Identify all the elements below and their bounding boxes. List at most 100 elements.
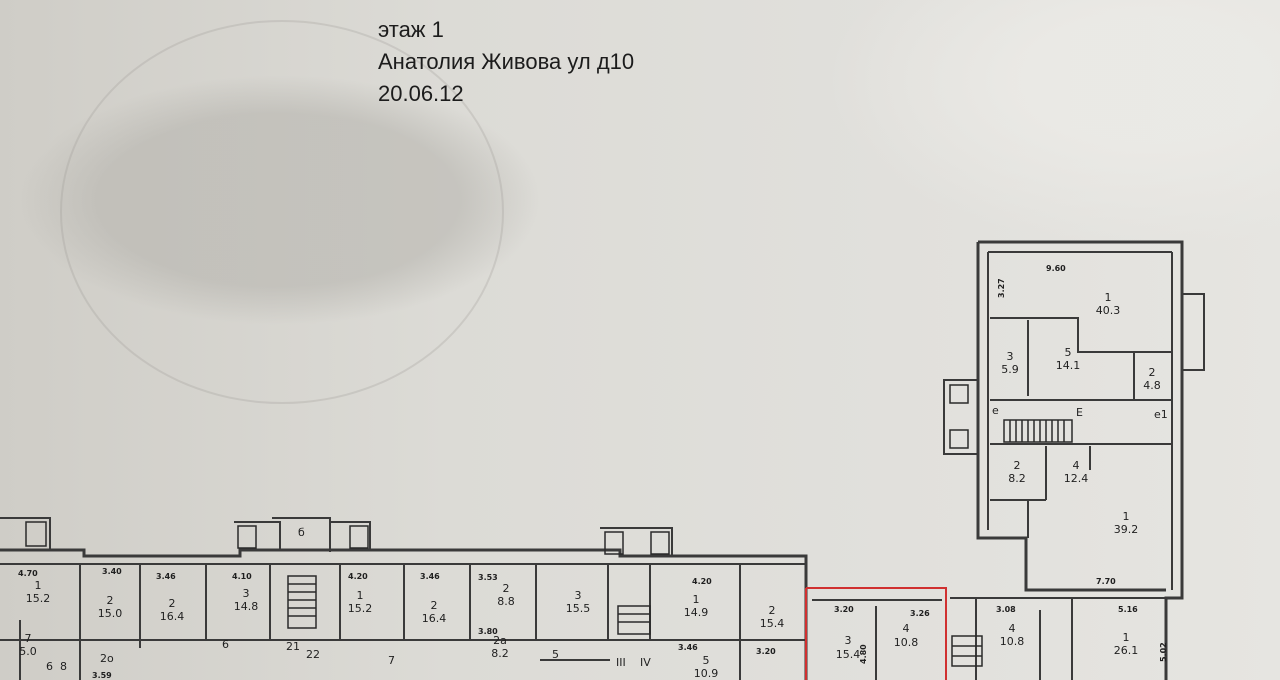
room-area: 16.4 [422,612,447,625]
plan-label: E [1076,406,1083,419]
room-area: 10.9 [694,667,719,680]
dimension: 3.20 [756,647,776,656]
room-num: 1 [1123,510,1130,523]
room-num: 3 [1007,350,1014,363]
dimension: 3.53 [478,573,498,582]
tower-porch [943,379,979,455]
room-area: 10.8 [894,636,919,649]
tower-inner-walls [987,251,1173,590]
dimension: 7.70 [1096,577,1116,586]
window-grid [25,521,47,547]
room-area: 10.8 [1000,635,1025,648]
room-num: 1 [1123,631,1130,644]
stairs-group [287,419,1073,667]
plan-label: 21 [286,640,300,653]
room-area: 15.0 [98,607,123,620]
room-num: 1 [35,579,42,592]
dimension: 5.16 [1118,605,1138,614]
room-area: 5.0 [19,645,37,658]
floor-label: этаж 1 [378,17,444,42]
main-stair [287,575,317,629]
room-area: 4.8 [1143,379,1161,392]
main-bays [0,517,673,556]
window-grid [949,384,969,404]
dimension: 4.80 [859,644,868,664]
document-header: этаж 1 Анатолия Живова ул д10 20.06.12 [378,14,634,110]
misc-labels: 6 21 22 7 5 2о 6 8 III IV E e e1 б [46,404,1168,673]
dimension: 3.20 [834,605,854,614]
room-num: 3 [845,634,852,647]
dimension: 3.59 [92,671,112,680]
room-area: 16.4 [160,610,185,623]
room-area: 15.2 [26,592,51,605]
room-num: 3 [243,587,250,600]
dimension: 3.46 [156,572,176,581]
room-area: 14.8 [234,600,259,613]
dimension: 5.02 [1159,642,1168,662]
room-area: 15.2 [348,602,373,615]
window-grid [237,525,257,549]
dimension: 4.70 [18,569,38,578]
plan-label: 7 [388,654,395,667]
room-area: 15.4 [760,617,785,630]
center-stair [617,605,651,635]
window-grids [25,384,969,555]
room-num: 2 [169,597,176,610]
dimension: 3.80 [478,627,498,636]
highlighted-unit-outline [805,587,947,680]
main-inner-walls [0,563,806,680]
room-num: 2а [493,634,507,647]
dimension: 3.46 [678,643,698,652]
tower-dimensions: 9.60 3.27 7.70 3.08 5.16 5.02 [996,264,1168,662]
room-num: 5 [1065,346,1072,359]
dimension: 3.27 [997,278,1006,298]
dimension: 4.20 [348,572,368,581]
dimension: 3.40 [102,567,122,576]
dimension: 3.46 [420,572,440,581]
dimension: 4.20 [692,577,712,586]
plan-label: 8 [60,660,67,673]
room-num: 7 [25,632,32,645]
plan-label: 2о [100,652,114,665]
room-area: 8.2 [491,647,509,660]
room-area: 15.4 [836,648,861,661]
window-grid [949,429,969,449]
plan-label: 5 [552,648,559,661]
room-num: 2 [503,582,510,595]
room-num: 4 [903,622,910,635]
tower-outer-wall [976,240,1184,680]
tower-room-labels: 1 40.3 3 5.9 5 14.1 2 4.8 2 8.2 4 12.4 1… [1000,291,1161,657]
plan-label: 6 [222,638,229,651]
highlighted-unit-walls [812,599,942,680]
plan-label: e1 [1154,408,1168,421]
right-stair [951,635,983,667]
window-grid [349,525,369,549]
room-num: 2 [1149,366,1156,379]
room-num: 4 [1009,622,1016,635]
room-area: 26.1 [1114,644,1139,657]
date-label: 20.06.12 [378,81,464,106]
room-num: 1 [693,593,700,606]
plan-label: e [992,404,999,417]
room-area: 39.2 [1114,523,1139,536]
dimension: 9.60 [1046,264,1066,273]
plan-label: б [298,526,305,539]
plan-label: 22 [306,648,320,661]
room-area: 40.3 [1096,304,1121,317]
room-area: 15.5 [566,602,591,615]
room-area: 5.9 [1001,363,1019,376]
plan-label: IV [640,656,651,669]
dimension: 3.26 [910,609,930,618]
dimension: 4.10 [232,572,252,581]
room-num: 2 [1014,459,1021,472]
main-outer-wall [0,548,808,680]
address-label: Анатолия Живова ул д10 [378,49,635,74]
room-num: 5 [703,654,710,667]
main-room-labels: 1 15.2 2 15.0 2 16.4 3 14.8 1 15.2 2 16.… [19,579,784,680]
tower-balcony [1182,293,1205,371]
faint-stamp-circle [60,20,504,404]
room-num: 1 [357,589,364,602]
room-area: 8.8 [497,595,515,608]
room-area: 8.2 [1008,472,1026,485]
